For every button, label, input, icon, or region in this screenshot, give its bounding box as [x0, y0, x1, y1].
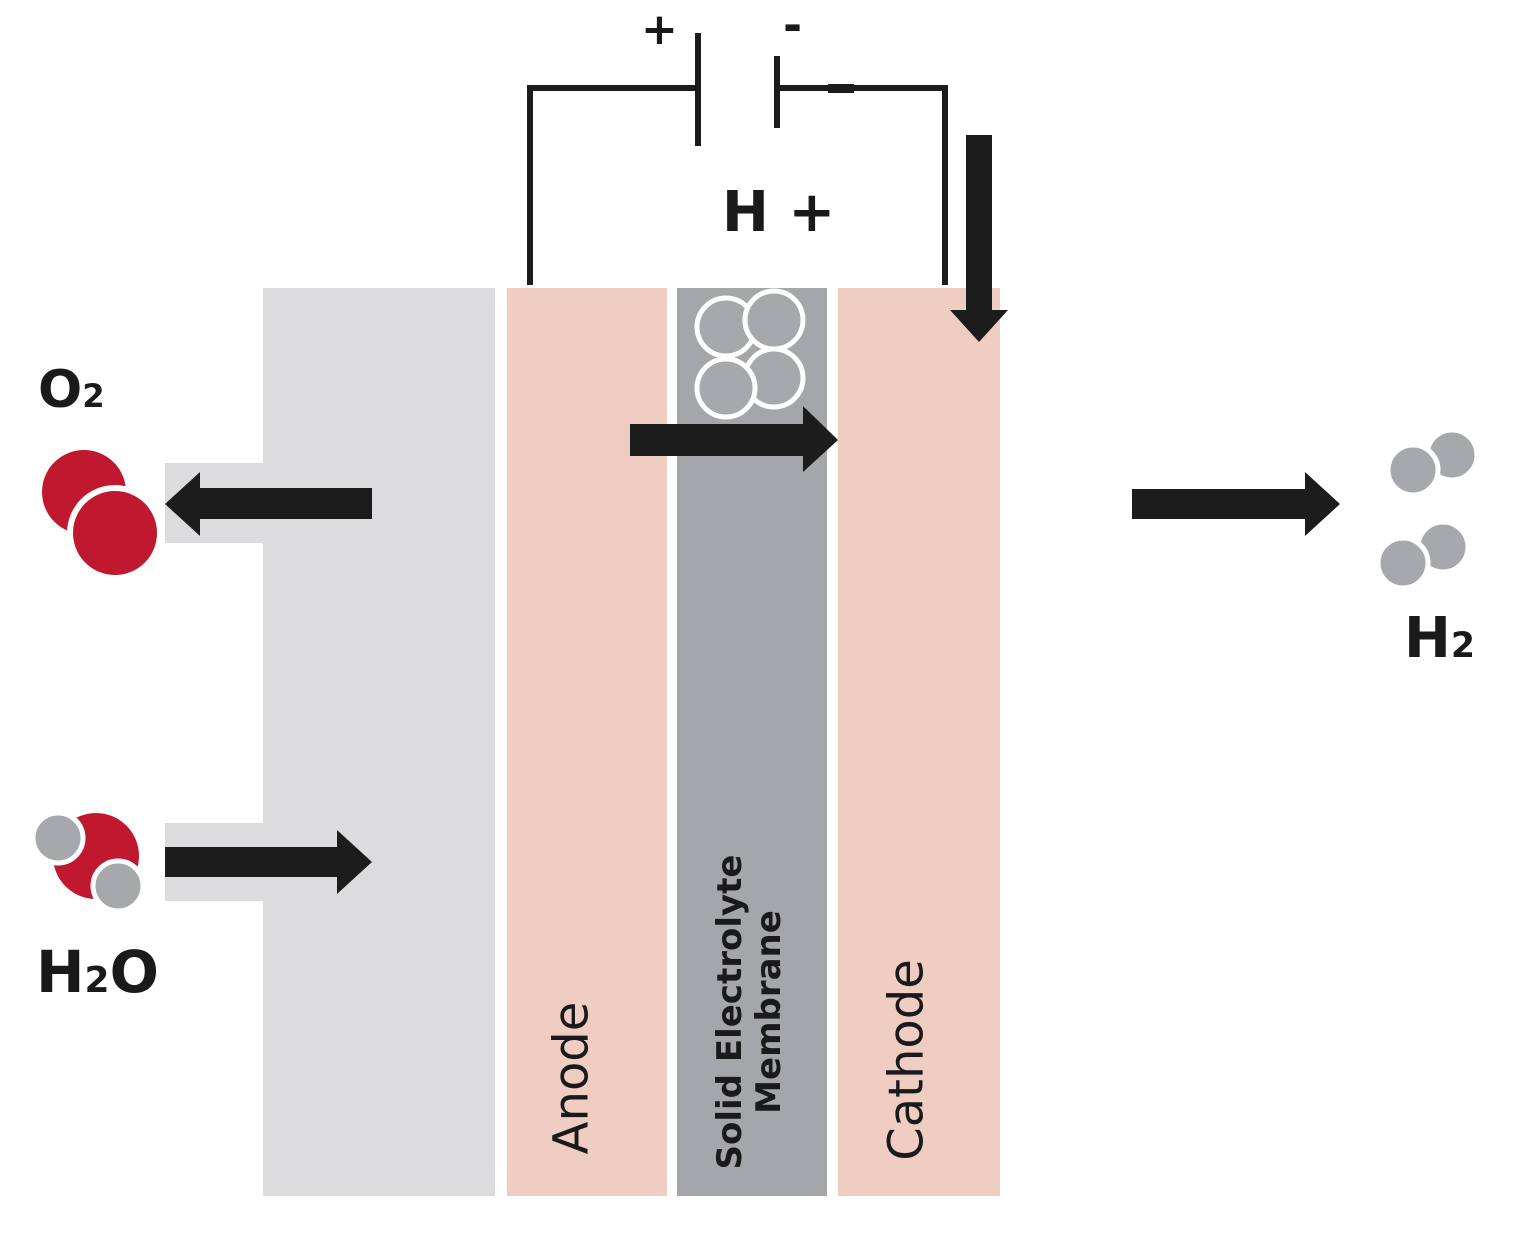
hydrogen-ion-cluster	[694, 288, 806, 420]
h2o-label-tail: O	[109, 938, 159, 1006]
h2o-label: H2O	[36, 943, 159, 1001]
o-atom	[67, 485, 163, 581]
battery-plus-label: +	[641, 4, 678, 55]
h2-molecule	[1375, 519, 1471, 591]
battery-minus-label: -	[783, 0, 803, 52]
h2-label: H2	[1404, 611, 1475, 667]
h2o-in-arrow	[165, 830, 372, 894]
h-atom	[742, 288, 806, 352]
o2-label-subscript: 2	[82, 377, 105, 415]
h2-label-subscript: 2	[1450, 626, 1476, 666]
wire-mark	[828, 84, 854, 93]
cathode-layer	[838, 288, 1000, 1196]
h-plus-label: H +	[722, 180, 836, 245]
h2o-label-main: H	[36, 938, 85, 1006]
h2-out-arrow	[1132, 472, 1340, 536]
gas-diffusion-layer	[263, 288, 495, 1196]
h-atom	[1375, 535, 1431, 591]
h2o-label-subscript: 2	[84, 960, 110, 1001]
anode-label: Anode	[543, 1001, 600, 1155]
membrane-label: Solid Electrolyte Membrane	[709, 854, 789, 1170]
h-atom	[1385, 442, 1441, 498]
h-atom	[90, 858, 146, 914]
cathode-label: Cathode	[878, 959, 935, 1161]
o2-label: O2	[38, 364, 105, 416]
circuit-wire-left	[527, 85, 698, 285]
h-atom	[694, 356, 758, 420]
h2-label-main: H	[1404, 606, 1451, 671]
o2-label-main: O	[38, 360, 83, 420]
h-atom	[30, 810, 86, 866]
o2-out-arrow	[165, 472, 372, 536]
o2-molecule	[36, 444, 163, 581]
h2-molecule	[1385, 427, 1480, 498]
proton-transfer-arrow	[630, 406, 838, 472]
membrane-label-line2: Membrane	[749, 910, 789, 1114]
membrane-label-line1: Solid Electrolyte	[709, 854, 750, 1170]
electron-flow-down-arrow	[950, 135, 1008, 342]
h2o-molecule	[30, 807, 146, 914]
